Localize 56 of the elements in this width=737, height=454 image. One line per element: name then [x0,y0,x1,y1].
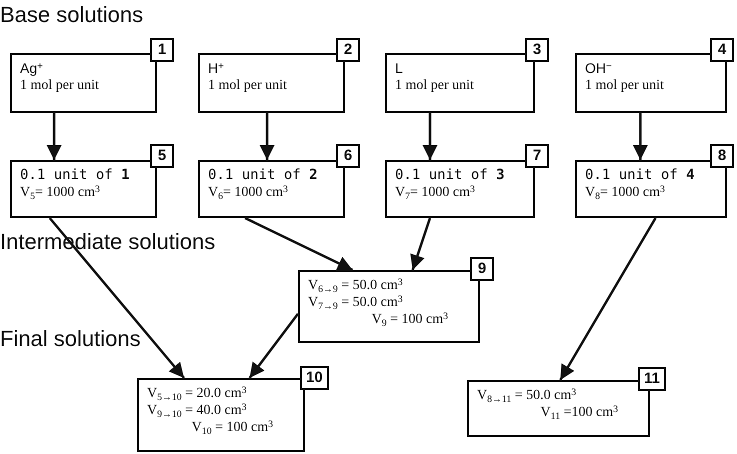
arrow [559,217,657,381]
arrow [48,217,185,379]
number-label: 1 [150,38,174,62]
solution-text: V$_{9}$ = 100 cm$^{3}$ [370,311,448,328]
solution-text: H$^{+}$ [208,60,225,77]
solution-text: V$_{7→9}$ = 50.0 cm$^{3}$ [308,294,404,311]
solution-box [298,270,480,343]
solution-box [385,160,535,218]
solution-text: L [395,60,404,77]
solution-text: 0.1 unit of 2 [208,167,319,184]
solution-text: V$_{10}$ = 100 cm$^{3}$ [190,419,273,436]
number-label: 2 [336,38,360,62]
solution-text: 1 mol per unit [395,77,475,94]
solution-box [198,53,345,113]
solution-box [385,53,535,113]
solution-box [575,160,727,218]
solution-text: 1 mol per unit [208,77,288,94]
solution-text: 1 mol per unit [20,77,100,94]
arrow [632,113,648,160]
section-heading: Base solutions [0,2,144,28]
solution-text: 0.1 unit of 1 [20,167,131,184]
solution-text: V$_{8}$= 1000 cm$^{3}$ [585,184,666,201]
arrow [46,113,62,160]
solution-text: 1 mol per unit [585,77,665,94]
arrow [260,113,275,160]
solution-text: V$_{7}$= 1000 cm$^{3}$ [395,184,476,201]
solution-text: 0.1 unit of 4 [585,167,696,184]
solution-text: V$_{11}$ =100 cm$^{3}$ [540,404,618,421]
solution-box [575,53,727,113]
solution-text: V$_{8→11}$ = 50.0 cm$^{3}$ [477,387,578,404]
arrow [422,113,438,160]
section-heading: Final solutions [0,326,141,352]
number-label: 4 [710,38,734,62]
number-label: 9 [470,257,494,281]
solution-text: V$_{5}$= 1000 cm$^{3}$ [20,184,101,201]
solution-box [198,160,345,218]
number-label: 11 [638,367,666,391]
number-label: 5 [150,144,174,168]
solution-box [10,160,157,218]
number-label: 6 [336,144,360,168]
solution-text: OH$^{−}$ [585,60,613,77]
arrow [410,218,432,270]
solution-text: V$_{9→10}$ = 40.0 cm$^{3}$ [147,402,248,419]
solution-text: V$_{5→10}$ = 20.0 cm$^{3}$ [147,385,248,402]
solution-text: 0.1 unit of 3 [395,167,506,184]
arrow [248,313,299,379]
solution-text: V$_{6→9}$ = 50.0 cm$^{3}$ [308,277,404,294]
solution-text: Ag$^{+}$ [20,60,44,77]
number-label: 7 [525,144,549,168]
number-label: 10 [300,366,329,390]
solution-text: V$_{6}$= 1000 cm$^{3}$ [208,184,289,201]
solution-box [137,378,305,452]
solution-box [10,53,157,113]
arrow [244,216,354,272]
number-label: 3 [525,38,549,62]
number-label: 8 [710,144,734,168]
